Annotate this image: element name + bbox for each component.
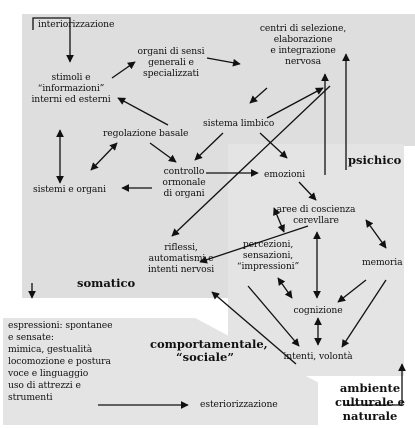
node-selection-centers-line2: elaborazione <box>273 34 333 45</box>
node-expressions-line4: locomozione e postura <box>8 356 111 367</box>
arrow-stimuli-to-sense-organs <box>111 61 136 79</box>
node-interiorization: interiorizzazione <box>38 19 115 30</box>
arrow-memory-to-cognition <box>337 279 367 303</box>
node-intents: intenti, volontà <box>283 351 353 362</box>
node-consciousness-line1: aree di coscienza <box>276 204 356 215</box>
node-stimuli-line3: interni ed esterni <box>31 94 111 105</box>
arrow-centers-to-reflexes <box>171 85 331 237</box>
node-selection-centers-line1: centri di selezione, <box>259 23 347 34</box>
node-limbic-system: sistema limbico <box>203 118 275 129</box>
node-memory: memoria <box>362 257 403 268</box>
zone-label-behavior-line2: “sociale” <box>176 350 234 364</box>
arrow-consciousness-perceptions <box>273 207 285 233</box>
node-stimuli-line2: “informazioni” <box>37 83 105 94</box>
arrow-memory-to-intents <box>341 279 387 348</box>
node-selection-centers-line3: e integrazione <box>270 45 336 56</box>
node-perceptions-line3: “impressioni” <box>236 261 300 272</box>
node-hormonal-control-line3: di organi <box>163 188 205 199</box>
node-expressions-line3: mimica, gestualità <box>8 344 93 355</box>
zone-label-environment-line2: culturale e <box>335 395 405 409</box>
arrow-basal-to-hormonal <box>149 142 177 163</box>
arrow-intents-to-reflexes <box>211 291 297 365</box>
node-expressions-line1: espressioni: spontanee <box>8 320 113 331</box>
node-expressions-line6: uso di attrezzi e <box>8 380 81 391</box>
node-exteriorization: esteriorizzazione <box>200 399 278 410</box>
arrow-sense-organs-to-selection-centers <box>206 57 241 67</box>
node-expressions-line2: e sensate: <box>8 332 54 343</box>
node-consciousness-line2: cerevllare <box>293 215 339 226</box>
node-expressions-line5: voce e linguaggio <box>8 368 89 379</box>
node-reflexes-line1: riflessi, <box>164 242 198 253</box>
node-emotions: emozioni <box>264 169 306 180</box>
node-expressions-line7: strumenti <box>8 392 53 403</box>
arrow-ambient-to-psychic <box>343 363 406 406</box>
arrow-limbic-to-centers <box>266 87 324 119</box>
node-selection-centers-line4: nervosa <box>285 56 321 67</box>
node-sense-organs-line1: organi di sensi <box>137 46 205 57</box>
arrow-perceptions-cognition <box>277 277 293 299</box>
arrow-consciousness-memory <box>365 219 387 249</box>
node-systems-organs: sistemi e organi <box>33 184 106 195</box>
zone-label-environment-line3: naturale <box>342 409 398 423</box>
node-perceptions-line1: percezioni, <box>242 239 294 250</box>
arrow-emotions-to-consciousness <box>298 181 317 201</box>
zone-label-psychic: psichico <box>348 153 402 167</box>
arrow-limbic-to-hormonal <box>194 132 224 161</box>
arrow-limbic-to-emotions <box>259 132 288 159</box>
node-reflexes-line2: automatismi e <box>148 253 214 264</box>
arrow-centers-to-limbic <box>249 87 268 104</box>
node-cognition: cognizione <box>293 305 343 316</box>
arrow-perceptions-to-intents <box>247 285 300 347</box>
node-stimuli-line1: stimoli e <box>51 72 91 83</box>
arrow-consciousness-to-reflexes <box>199 225 309 264</box>
node-sense-organs-line3: specializzati <box>143 68 199 79</box>
zone-label-environment-line1: ambiente <box>339 381 401 395</box>
zone-label-behavior-line1: comportamentale, <box>150 337 268 351</box>
node-basal-regulation: regolazione basale <box>103 128 189 139</box>
node-hormonal-control-line1: controllo <box>163 166 205 177</box>
node-perceptions-line2: sensazioni, <box>242 250 294 261</box>
arrow-centers-to-basal-regulation <box>117 97 169 126</box>
node-reflexes-line3: intenti nervosi <box>147 264 215 275</box>
node-hormonal-control-line2: ormonale <box>162 177 206 188</box>
arrow-interiorization-to-stimuli <box>32 17 74 63</box>
node-sense-organs-line2: generali e <box>148 57 194 68</box>
zone-label-somatic: somatico <box>77 276 136 290</box>
arrow-basal-systems <box>90 142 118 171</box>
